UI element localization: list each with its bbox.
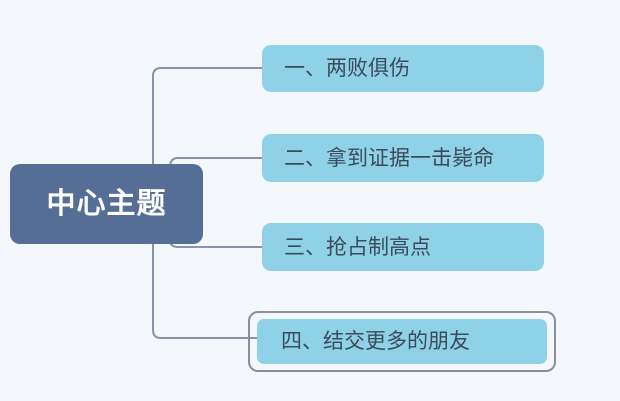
branch-node-2[interactable]: 二、拿到证据一击毙命 [262, 134, 544, 182]
branch-node-1-label: 一、两败俱伤 [284, 57, 410, 80]
branch-node-2-label: 二、拿到证据一击毙命 [284, 146, 494, 170]
branch-node-4[interactable]: 四、结交更多的朋友 [257, 319, 547, 364]
central-topic-label: 中心主题 [46, 187, 167, 220]
branch-node-4-label: 四、结交更多的朋友 [281, 330, 470, 353]
branch-node-1[interactable]: 一、两败俱伤 [262, 45, 544, 92]
branch-node-4-selection-outline[interactable]: 四、结交更多的朋友 [248, 311, 556, 372]
connector-trunk [152, 67, 263, 161]
connector-trunk-bottom [152, 247, 263, 339]
central-topic-node[interactable]: 中心主题 [10, 164, 203, 244]
branch-node-3[interactable]: 三、抢占制高点 [262, 223, 544, 271]
branch-node-3-label: 三、抢占制高点 [284, 235, 431, 259]
